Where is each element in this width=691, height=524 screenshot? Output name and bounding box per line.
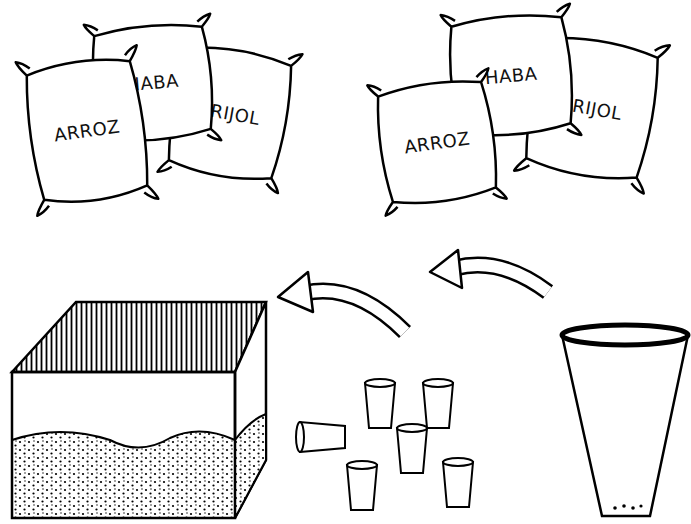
sack: ARROZ (11, 40, 163, 221)
large-glass (562, 325, 688, 516)
curved-arrow (430, 250, 548, 292)
grain-box (12, 302, 266, 518)
curved-arrow (278, 272, 405, 332)
small-cups (296, 379, 473, 510)
sack: ARROZ (363, 64, 511, 221)
